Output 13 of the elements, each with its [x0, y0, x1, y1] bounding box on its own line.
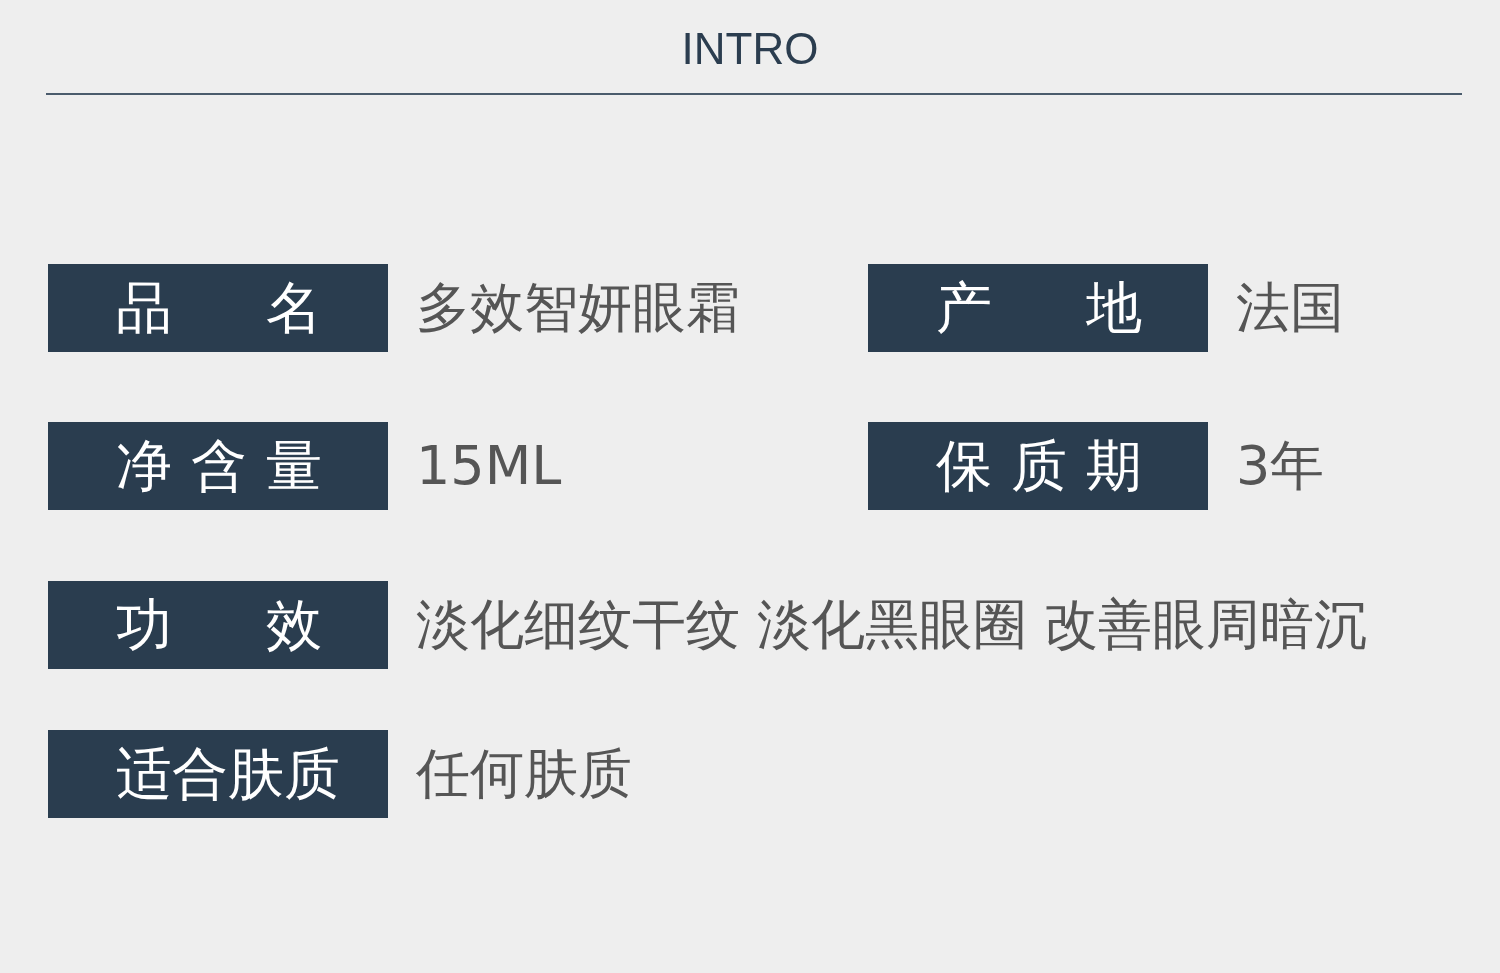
field-value: 淡化细纹干纹 淡化黑眼圈 改善眼周暗沉: [416, 592, 1369, 658]
field-label: 保质期: [868, 422, 1208, 510]
field-label: 净含量: [48, 422, 388, 510]
field-label: 功效: [48, 581, 388, 669]
field-label: 品名: [48, 264, 388, 352]
field-label: 适合肤质: [48, 730, 388, 818]
field-value: 任何肤质: [416, 741, 632, 807]
field-label: 产地: [868, 264, 1208, 352]
field-value: 法国: [1236, 275, 1344, 341]
section-title: INTRO: [681, 24, 819, 74]
field-value: 3年: [1236, 433, 1325, 499]
field-value: 15ML: [416, 433, 562, 499]
field-value: 多效智妍眼霜: [416, 275, 740, 341]
